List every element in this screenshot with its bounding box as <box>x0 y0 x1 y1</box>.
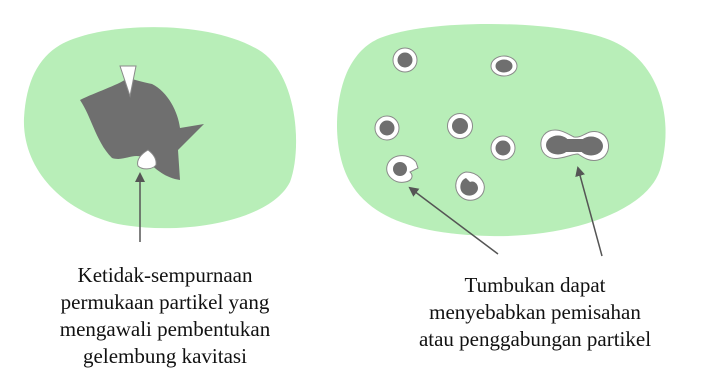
particle-1 <box>393 48 417 72</box>
caption-collision-effects: Tumbukan dapat menyebabkan pemisahan ata… <box>370 272 700 353</box>
particle-2 <box>491 56 517 76</box>
caption-right-line-1: Tumbukan dapat <box>370 272 700 299</box>
caption-left-line-1: Ketidak-sempurnaan <box>20 262 310 289</box>
caption-right-line-2: menyebabkan pemisahan <box>370 299 700 326</box>
caption-right-line-3: atau penggabungan partikel <box>370 326 700 353</box>
particle-5 <box>491 136 515 160</box>
particle-4 <box>448 114 473 139</box>
particle-3 <box>375 116 399 140</box>
caption-left-line-4: gelembung kavitasi <box>20 343 310 370</box>
caption-left-line-3: mengawali pembentukan <box>20 316 310 343</box>
caption-surface-imperfection: Ketidak-sempurnaan permukaan partikel ya… <box>20 262 310 370</box>
caption-left-line-2: permukaan partikel yang <box>20 289 310 316</box>
